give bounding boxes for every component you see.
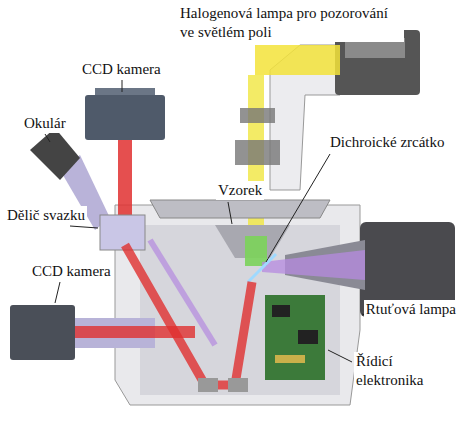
chip <box>272 305 290 317</box>
microscope-stage <box>150 200 330 218</box>
leader-line <box>70 226 98 228</box>
mirror <box>228 378 248 392</box>
chip <box>298 330 318 344</box>
ccd-camera <box>10 305 75 360</box>
dichroic-mirror <box>248 254 276 282</box>
mirror <box>198 378 218 392</box>
part-label: Řídicí elektronika <box>354 352 443 390</box>
purple-beam <box>262 250 365 280</box>
leader-line <box>45 134 50 142</box>
ccd-camera <box>85 95 165 140</box>
part-label: Rtuťová lampa <box>364 300 458 319</box>
part-label: CCD kamera <box>30 262 113 281</box>
beam-splitter <box>100 215 145 250</box>
leader-line <box>328 350 352 362</box>
eyepiece <box>30 128 80 180</box>
part-label: CCD kamera <box>80 60 163 79</box>
leader-line <box>55 282 60 303</box>
part-label: Vzorek <box>216 181 264 200</box>
yellow-beam <box>255 45 340 75</box>
condenser-lens <box>240 108 275 123</box>
condenser <box>235 140 280 165</box>
red-beam <box>125 245 252 385</box>
part-label: Dělič svazku <box>5 206 87 225</box>
leader-line <box>266 154 330 262</box>
connector-strip <box>275 355 305 363</box>
red-beam <box>75 326 195 338</box>
electronics-board <box>265 295 325 380</box>
red-beam <box>118 140 132 225</box>
microscope-body <box>115 205 360 405</box>
part-label: Dichroické zrcátko <box>328 133 447 152</box>
part-label: Halogenová lampa pro pozorování ve světl… <box>178 4 404 42</box>
leader-line <box>228 202 232 224</box>
leader-line <box>122 80 123 92</box>
part-label: Okulár <box>22 114 68 133</box>
leader-lines <box>45 80 374 362</box>
green-beam <box>245 236 267 266</box>
